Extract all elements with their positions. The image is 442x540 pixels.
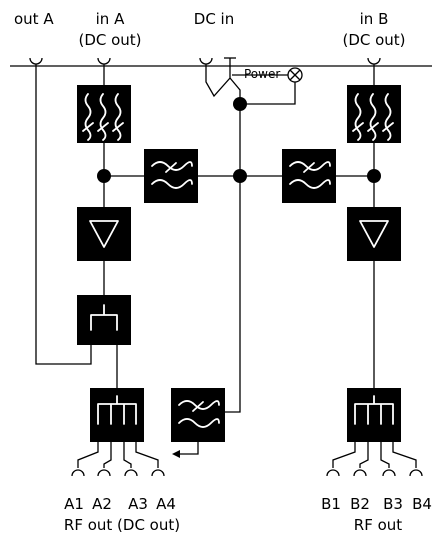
b3-label: B3	[383, 495, 403, 513]
in-a-sublabel: (DC out)	[78, 31, 141, 49]
dc-feed-wire	[229, 77, 241, 104]
splitter-2way-icon	[90, 304, 118, 331]
in-b-label: in B	[360, 10, 389, 28]
filter-ab1-box	[144, 149, 198, 203]
a1-connector	[71, 469, 85, 477]
dc-down-wire	[225, 176, 241, 413]
power-label: Power	[244, 67, 280, 81]
b2-connector	[353, 469, 367, 477]
a3-connector	[124, 469, 138, 477]
a-output-wires	[77, 442, 159, 468]
out-a-label: out A	[14, 10, 54, 28]
in-b-connector	[367, 57, 381, 65]
filter-b-box	[347, 85, 401, 143]
a-rf-out-label: RF out (DC out)	[64, 516, 180, 534]
a4-connector	[151, 469, 165, 477]
b1-label: B1	[321, 495, 341, 513]
a2-connector	[97, 469, 111, 477]
a1-label: A1	[64, 495, 84, 513]
b4-connector	[409, 469, 423, 477]
b-output-wires	[332, 442, 417, 468]
filter-dc-box	[171, 388, 225, 442]
dc-out-wire	[178, 442, 199, 455]
in-a-label: in A	[96, 10, 125, 28]
amp-b-box	[347, 207, 401, 261]
b2-label: B2	[350, 495, 370, 513]
in-b-sublabel: (DC out)	[342, 31, 405, 49]
a2-label: A2	[92, 495, 112, 513]
splitter-a-box	[77, 295, 131, 345]
dc-filter-icon	[178, 400, 220, 428]
dc-out-arrow-icon	[172, 450, 180, 458]
amplifier-b-icon	[359, 220, 389, 248]
a4-label: A4	[156, 495, 176, 513]
out-a-wire	[35, 64, 92, 365]
b3-connector	[382, 469, 396, 477]
filter-ab2-box	[282, 149, 336, 203]
b4-label: B4	[412, 495, 432, 513]
multi-filter-a-icon	[82, 93, 124, 141]
splitter-4way-b-icon	[354, 395, 394, 425]
in-a-connector	[97, 57, 111, 65]
b-rf-out-label: RF out	[354, 516, 403, 534]
a3-label: A3	[128, 495, 148, 513]
bandpass-filter-icon	[289, 161, 331, 189]
dc-switch-wire	[205, 58, 231, 98]
junction-b-dot	[367, 169, 381, 183]
out-a-connector	[29, 57, 43, 65]
bandpass-filter-icon	[151, 161, 193, 189]
multi-filter-b-icon	[352, 93, 394, 141]
power-lamp-return-wire	[240, 82, 296, 105]
b1-connector	[326, 469, 340, 477]
splitter-4way-a-icon	[97, 395, 137, 425]
power-lamp-icon	[287, 67, 303, 83]
filter-a-box	[77, 85, 131, 143]
amplifier-a-icon	[89, 220, 119, 248]
dc-in-connector	[199, 57, 213, 65]
dc-in-label: DC in	[194, 10, 234, 28]
amp-a-box	[77, 207, 131, 261]
